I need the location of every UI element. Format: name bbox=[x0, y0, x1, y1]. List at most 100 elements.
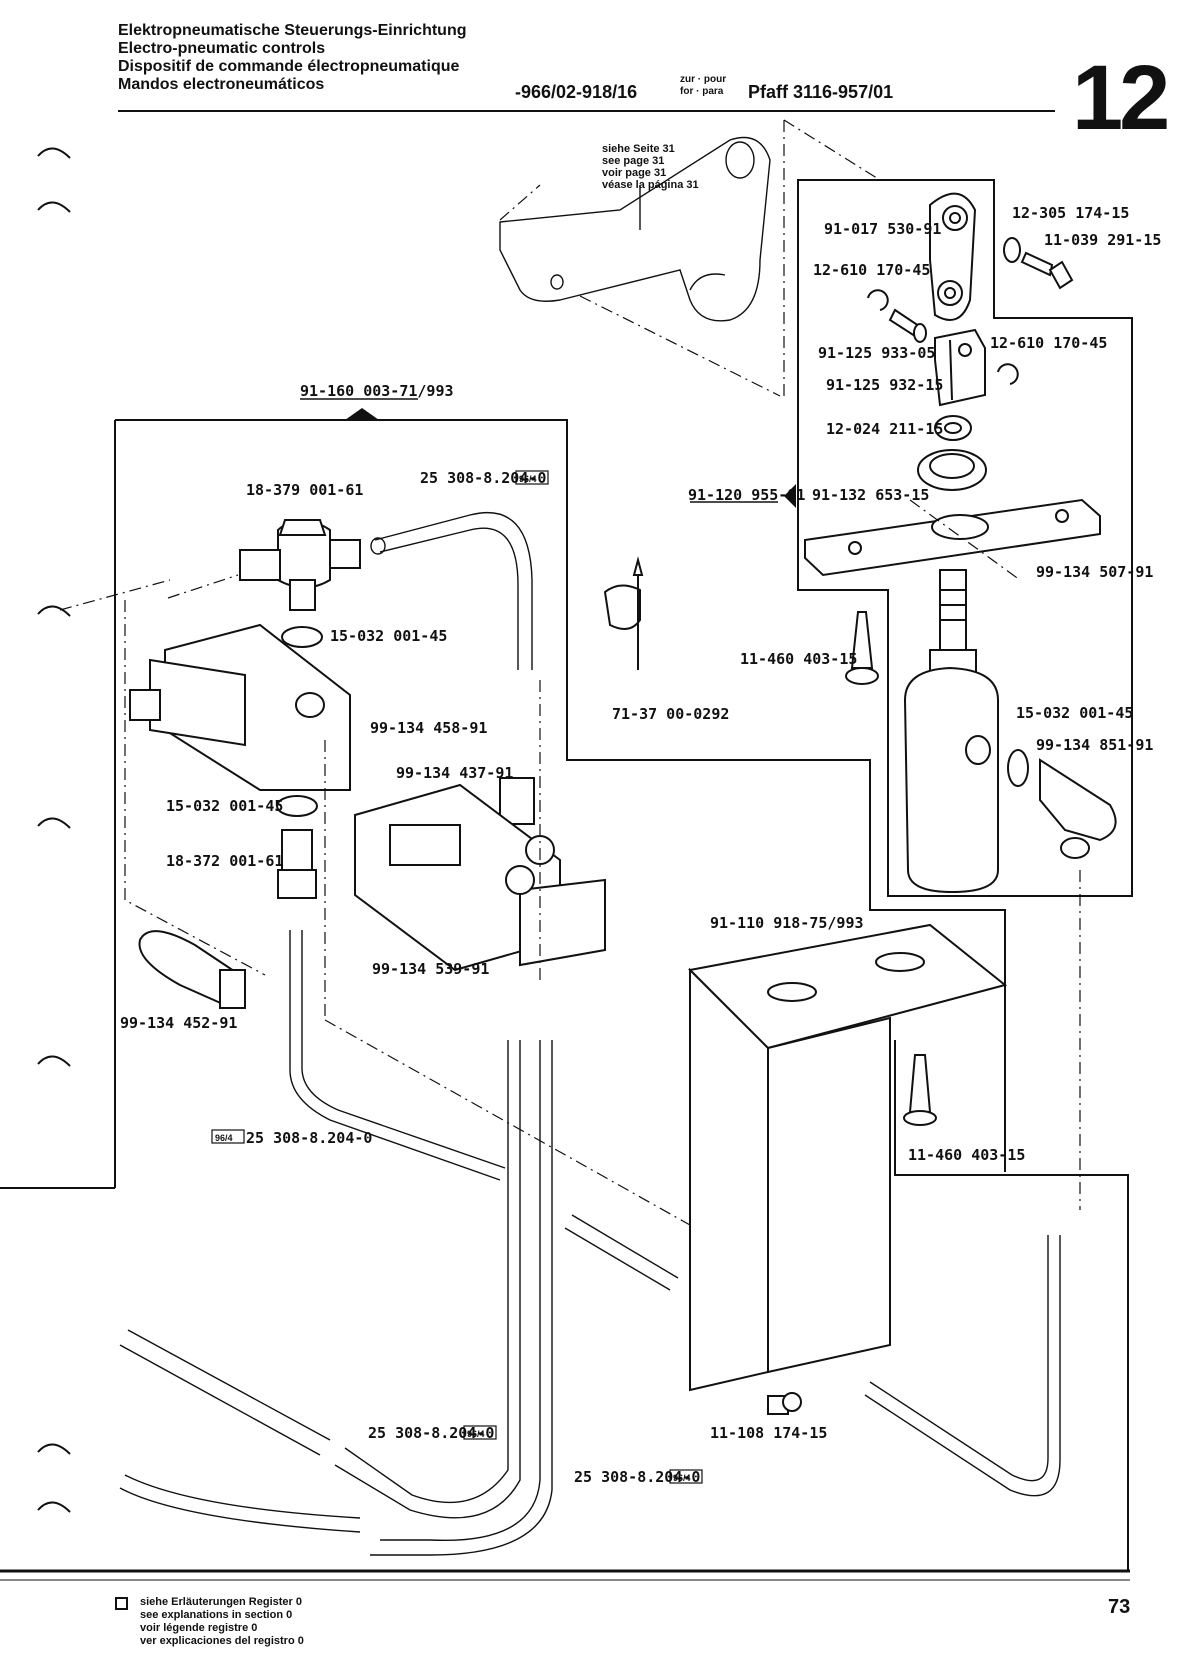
assembly-outline-bottom bbox=[894, 1040, 1129, 1571]
part-label: 71-37 00-0292 bbox=[612, 705, 729, 723]
part-label: 11-460 403-15 bbox=[908, 1146, 1025, 1164]
see-page-fr: voir page 31 bbox=[602, 167, 666, 179]
see-page-en: see page 31 bbox=[602, 155, 664, 167]
ref-tag: 96/4 bbox=[519, 474, 537, 484]
silencer-small bbox=[499, 777, 535, 825]
part-label: 25 308-8.204-0 bbox=[368, 1424, 494, 1442]
part-label: 91-110 918-75/993 bbox=[710, 914, 864, 932]
part-label: 91-132 653-15 bbox=[812, 486, 929, 504]
o-ring-2 bbox=[276, 795, 318, 817]
part-label: 25 308-8.204-0 bbox=[574, 1468, 700, 1486]
for-label: zur · pour for · para bbox=[680, 74, 726, 98]
section-number: 12 bbox=[1072, 47, 1170, 149]
part-label-with-tag: 25 308-8.204-0 96/4 bbox=[420, 469, 549, 487]
for-label-line2: for · para bbox=[680, 86, 724, 97]
o-ring-1 bbox=[281, 626, 323, 648]
ref-tag: 96/4 bbox=[673, 1473, 691, 1483]
article-code: -966/02-918/16 bbox=[515, 82, 638, 102]
part-label: 91-017 530-91 bbox=[824, 220, 941, 238]
part-label: 18-379 001-61 bbox=[246, 481, 363, 499]
assembly-outline-right bbox=[797, 179, 1133, 897]
mount-plate bbox=[804, 498, 1101, 577]
part-label: 91-125 932-15 bbox=[826, 376, 943, 394]
tube-top bbox=[370, 511, 533, 670]
wood-screw-2 bbox=[903, 1054, 937, 1126]
cable-clip bbox=[603, 556, 644, 670]
see-page-note: siehe Seite 31 see page 31 voir page 31 … bbox=[602, 143, 699, 191]
ref-tag-box bbox=[463, 1425, 497, 1440]
upper-bracket bbox=[499, 136, 771, 322]
pneumatic-valve bbox=[354, 783, 606, 972]
ref-tag-box bbox=[211, 1129, 245, 1144]
see-page-de: siehe Seite 31 bbox=[602, 143, 675, 155]
part-label: 99-134 458-91 bbox=[370, 719, 487, 737]
pin bbox=[888, 308, 927, 343]
ref-tag: 96/4 bbox=[467, 1429, 485, 1439]
title-es: Mandos electroneumáticos bbox=[118, 76, 325, 93]
arrow-marker bbox=[345, 408, 379, 420]
part-label: 15-032 001-45 bbox=[1016, 704, 1133, 722]
cylinder bbox=[903, 569, 999, 894]
legend-en: see explanations in section 0 bbox=[140, 1609, 293, 1621]
header-titles: Elektropneumatische Steuerungs-Einrichtu… bbox=[118, 22, 467, 94]
binder-marks bbox=[37, 147, 71, 1513]
part-label: 99-134 851-91 bbox=[1036, 736, 1153, 754]
assembly-outline-left bbox=[115, 419, 1006, 1172]
arrow-marker-2 bbox=[784, 484, 796, 508]
title-de: Elektropneumatische Steuerungs-Einrichtu… bbox=[118, 22, 467, 39]
part-label: 25 308-8.204-0 bbox=[246, 1129, 372, 1147]
title-en: Electro-pneumatic controls bbox=[118, 40, 326, 57]
hex-nut-small bbox=[934, 415, 972, 441]
tube-mid bbox=[564, 1214, 679, 1291]
legend-note: siehe Erläuterungen Register 0 see expla… bbox=[140, 1596, 304, 1648]
circlip-1 bbox=[867, 289, 889, 311]
part-label: 11-108 174-15 bbox=[710, 1424, 827, 1442]
ref-tag: 96/4 bbox=[215, 1133, 233, 1143]
ref-tag-box bbox=[669, 1469, 703, 1484]
o-ring-right bbox=[1007, 749, 1029, 787]
washer bbox=[1003, 237, 1021, 263]
wood-screw-1 bbox=[845, 611, 879, 685]
part-label: 11-460 403-15 bbox=[740, 650, 857, 668]
elbow-fitting bbox=[1039, 758, 1117, 859]
part-label: 91-125 933-05 bbox=[818, 344, 935, 362]
silencer bbox=[138, 930, 246, 1009]
part-label: 15-032 001-45 bbox=[166, 797, 283, 815]
see-page-es: véase la página 31 bbox=[602, 179, 699, 191]
part-label: 99-134 539-91 bbox=[372, 960, 489, 978]
legend-de: siehe Erläuterungen Register 0 bbox=[140, 1596, 302, 1608]
legend-es: ver explicaciones del registro 0 bbox=[140, 1635, 304, 1647]
machine-model: Pfaff 3116-957/01 bbox=[748, 82, 894, 102]
page-number: 73 bbox=[1108, 1596, 1131, 1618]
part-label: 91-160 003-71/993 bbox=[300, 382, 454, 400]
part-label: 25 308-8.204-0 bbox=[420, 469, 546, 487]
part-label-with-tag: 96/4 25 308-8.204-0 bbox=[211, 1129, 372, 1147]
part-label: 91-120 955-91 bbox=[688, 486, 805, 504]
tube-long bbox=[119, 1040, 553, 1556]
fork-head bbox=[934, 328, 986, 407]
part-label: 15-032 001-45 bbox=[330, 627, 447, 645]
for-label-line1: zur · pour bbox=[680, 74, 727, 85]
screw-11-108 bbox=[767, 1392, 802, 1415]
legend-fr: voir légende registre 0 bbox=[140, 1622, 258, 1634]
tube-right bbox=[864, 1235, 1061, 1497]
circlip-2 bbox=[997, 363, 1019, 385]
hex-nut-large bbox=[917, 449, 987, 491]
part-label: 18-372 001-61 bbox=[166, 852, 283, 870]
part-label-with-tag: 25 308-8.204-0 96/4 bbox=[574, 1468, 703, 1486]
part-label: 12-305 174-15 bbox=[1012, 204, 1129, 222]
fitting-18-372 bbox=[277, 829, 317, 899]
part-label: 12-610 170-45 bbox=[813, 261, 930, 279]
part-label: 12-024 211-15 bbox=[826, 420, 943, 438]
part-label-with-tag: 25 308-8.204-0 96/4 bbox=[368, 1424, 497, 1442]
valve-block bbox=[239, 519, 361, 611]
link-piece bbox=[929, 192, 977, 321]
screw bbox=[1020, 251, 1074, 290]
part-label: 11-039 291-15 bbox=[1044, 231, 1161, 249]
part-label: 12-610 170-45 bbox=[990, 334, 1107, 352]
ref-tag-box bbox=[515, 470, 549, 485]
title-fr: Dispositif de commande électropneumatiqu… bbox=[118, 58, 460, 75]
tube-left bbox=[289, 930, 506, 1181]
